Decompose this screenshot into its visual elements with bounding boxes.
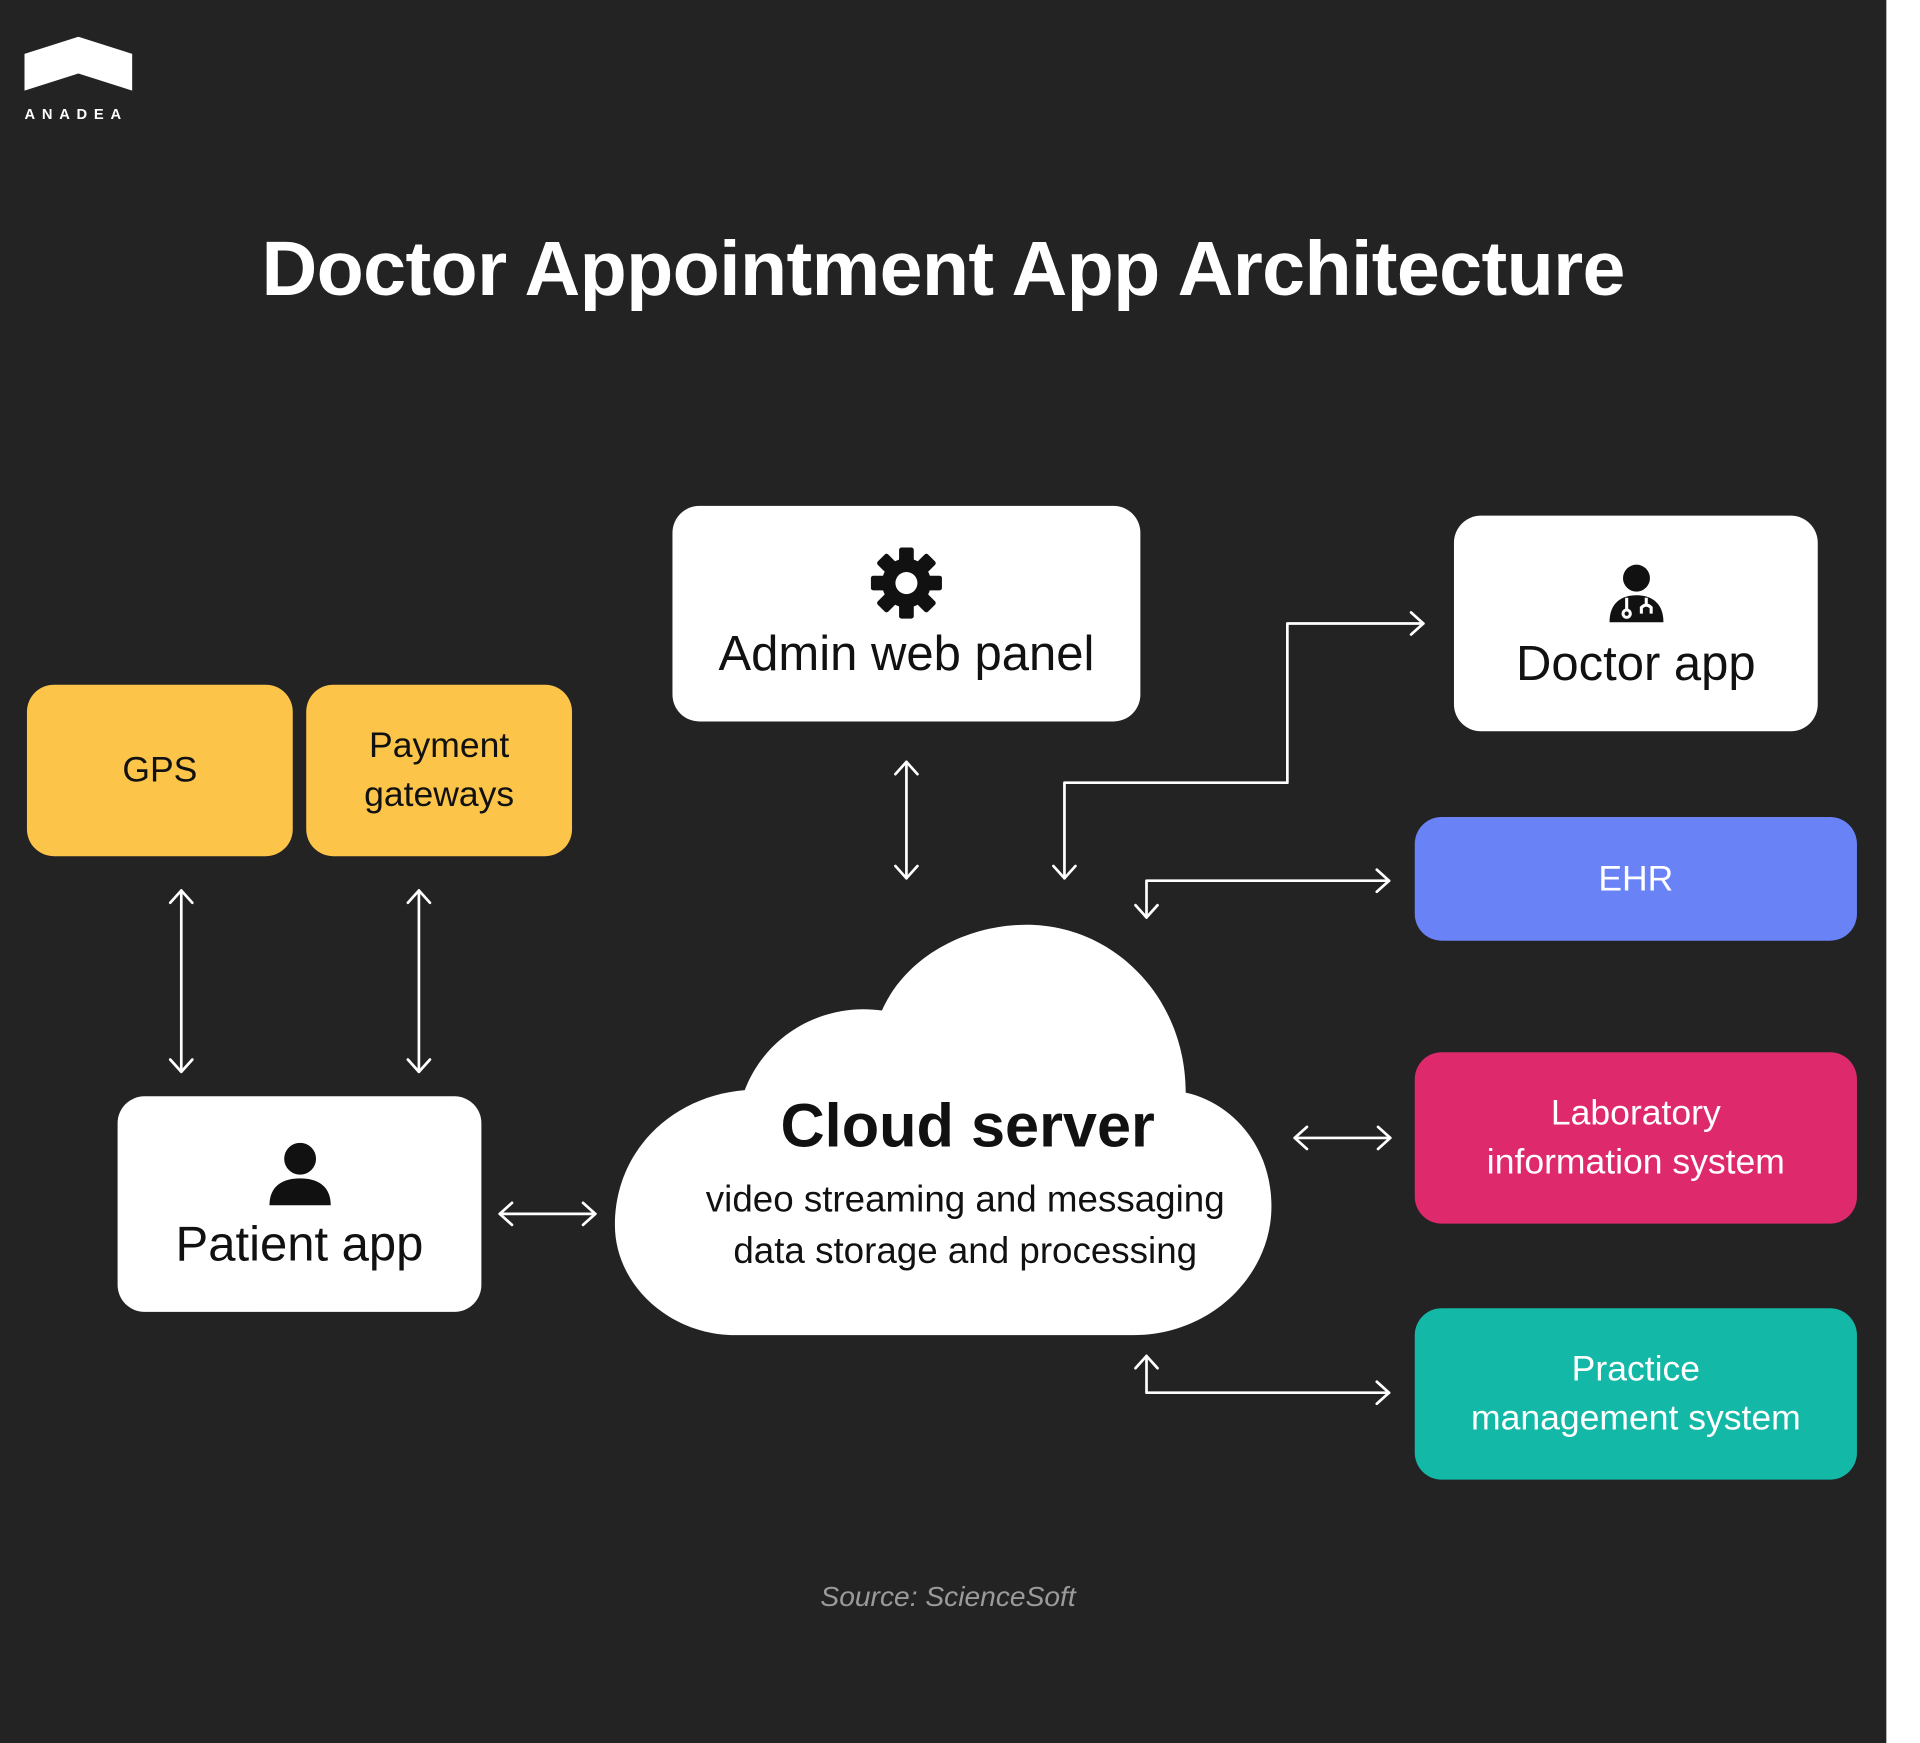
node-label: Payment gateways <box>364 726 515 815</box>
gear-icon <box>870 546 942 618</box>
node-payment-gateways: Payment gateways <box>306 684 573 857</box>
node-practice-management-system: Practice management system <box>1414 1308 1857 1480</box>
brand-name: ANADEA <box>24 105 128 123</box>
node-admin-web-panel: Admin web panel <box>672 505 1141 722</box>
node-gps: GPS <box>26 684 293 857</box>
node-label: EHR <box>1598 859 1674 899</box>
anadea-logo-icon <box>24 36 133 91</box>
cloud-line: video streaming and messaging <box>705 1179 1225 1221</box>
node-label: Laboratory information system <box>1486 1093 1785 1183</box>
source-credit: Source: ScienceSoft <box>820 1580 1076 1612</box>
node-patient-app: Patient app <box>117 1096 482 1312</box>
node-laboratory-information-system: Laboratory information system <box>1414 1052 1857 1224</box>
cloud-server-title: Cloud server <box>780 1091 1155 1160</box>
cloud-server-description: video streaming and messaging data stora… <box>659 1175 1271 1278</box>
node-label: Admin web panel <box>718 626 1095 681</box>
node-label: GPS <box>122 750 198 791</box>
node-label: Practice management system <box>1470 1349 1801 1439</box>
diagram-title: Doctor Appointment App Architecture <box>261 226 1626 313</box>
node-label: Patient app <box>175 1216 424 1271</box>
cloud-line: data storage and processing <box>733 1231 1198 1272</box>
user-icon <box>268 1142 331 1205</box>
doctor-icon <box>1608 564 1663 622</box>
node-doctor-app: Doctor app <box>1453 515 1818 732</box>
node-ehr: EHR <box>1414 817 1857 941</box>
node-label: Doctor app <box>1516 636 1756 691</box>
